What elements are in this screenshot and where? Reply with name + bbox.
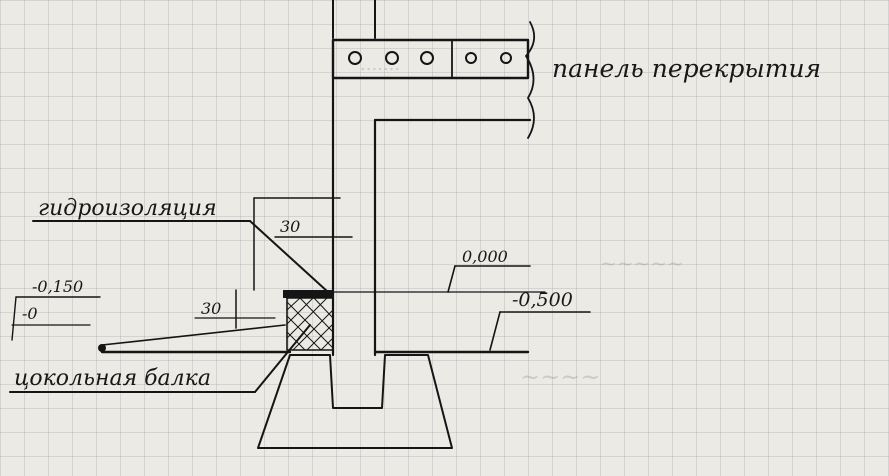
svg-text:~~~~~: ~~~~~: [600, 251, 684, 275]
plinth-beam-leader: [9, 324, 311, 393]
waterproofing-label: гидроизоляция: [38, 196, 217, 221]
panel-void: [420, 51, 434, 65]
panel-void: [385, 51, 399, 65]
ground-slope: [98, 324, 292, 354]
foundation: [257, 354, 453, 449]
waterproofing-layer: [283, 290, 333, 298]
plinth-beam-label: цокольная балка: [14, 366, 211, 391]
panel-void: [465, 52, 477, 64]
panel-void: [348, 51, 362, 65]
level-zero-marker: [329, 265, 546, 293]
level-left-value: -0,150: [32, 277, 83, 296]
floor-panel-label: панель перекрытия: [552, 54, 821, 83]
dimension-top-value: 30: [280, 217, 300, 236]
waterproofing-leader: [32, 220, 329, 293]
dimension-side: [194, 289, 276, 329]
level-zero-value: 0,000: [462, 247, 508, 266]
bleed-through-text: ....... ~~~~~ ~~~~: [360, 54, 684, 391]
level-right-marker: [373, 311, 591, 354]
level-right-value: -0,500: [512, 289, 573, 311]
floor-panel: [331, 21, 536, 139]
panel-void: [500, 52, 512, 64]
dimension-side-value: 30: [201, 299, 221, 318]
level-left-marker: [11, 296, 101, 341]
level-left-second-value: -0: [22, 304, 38, 323]
svg-text:~~~~: ~~~~: [520, 363, 600, 391]
dimension-top: [253, 197, 353, 291]
svg-text:.......: .......: [360, 54, 400, 75]
break-line: [525, 21, 536, 139]
